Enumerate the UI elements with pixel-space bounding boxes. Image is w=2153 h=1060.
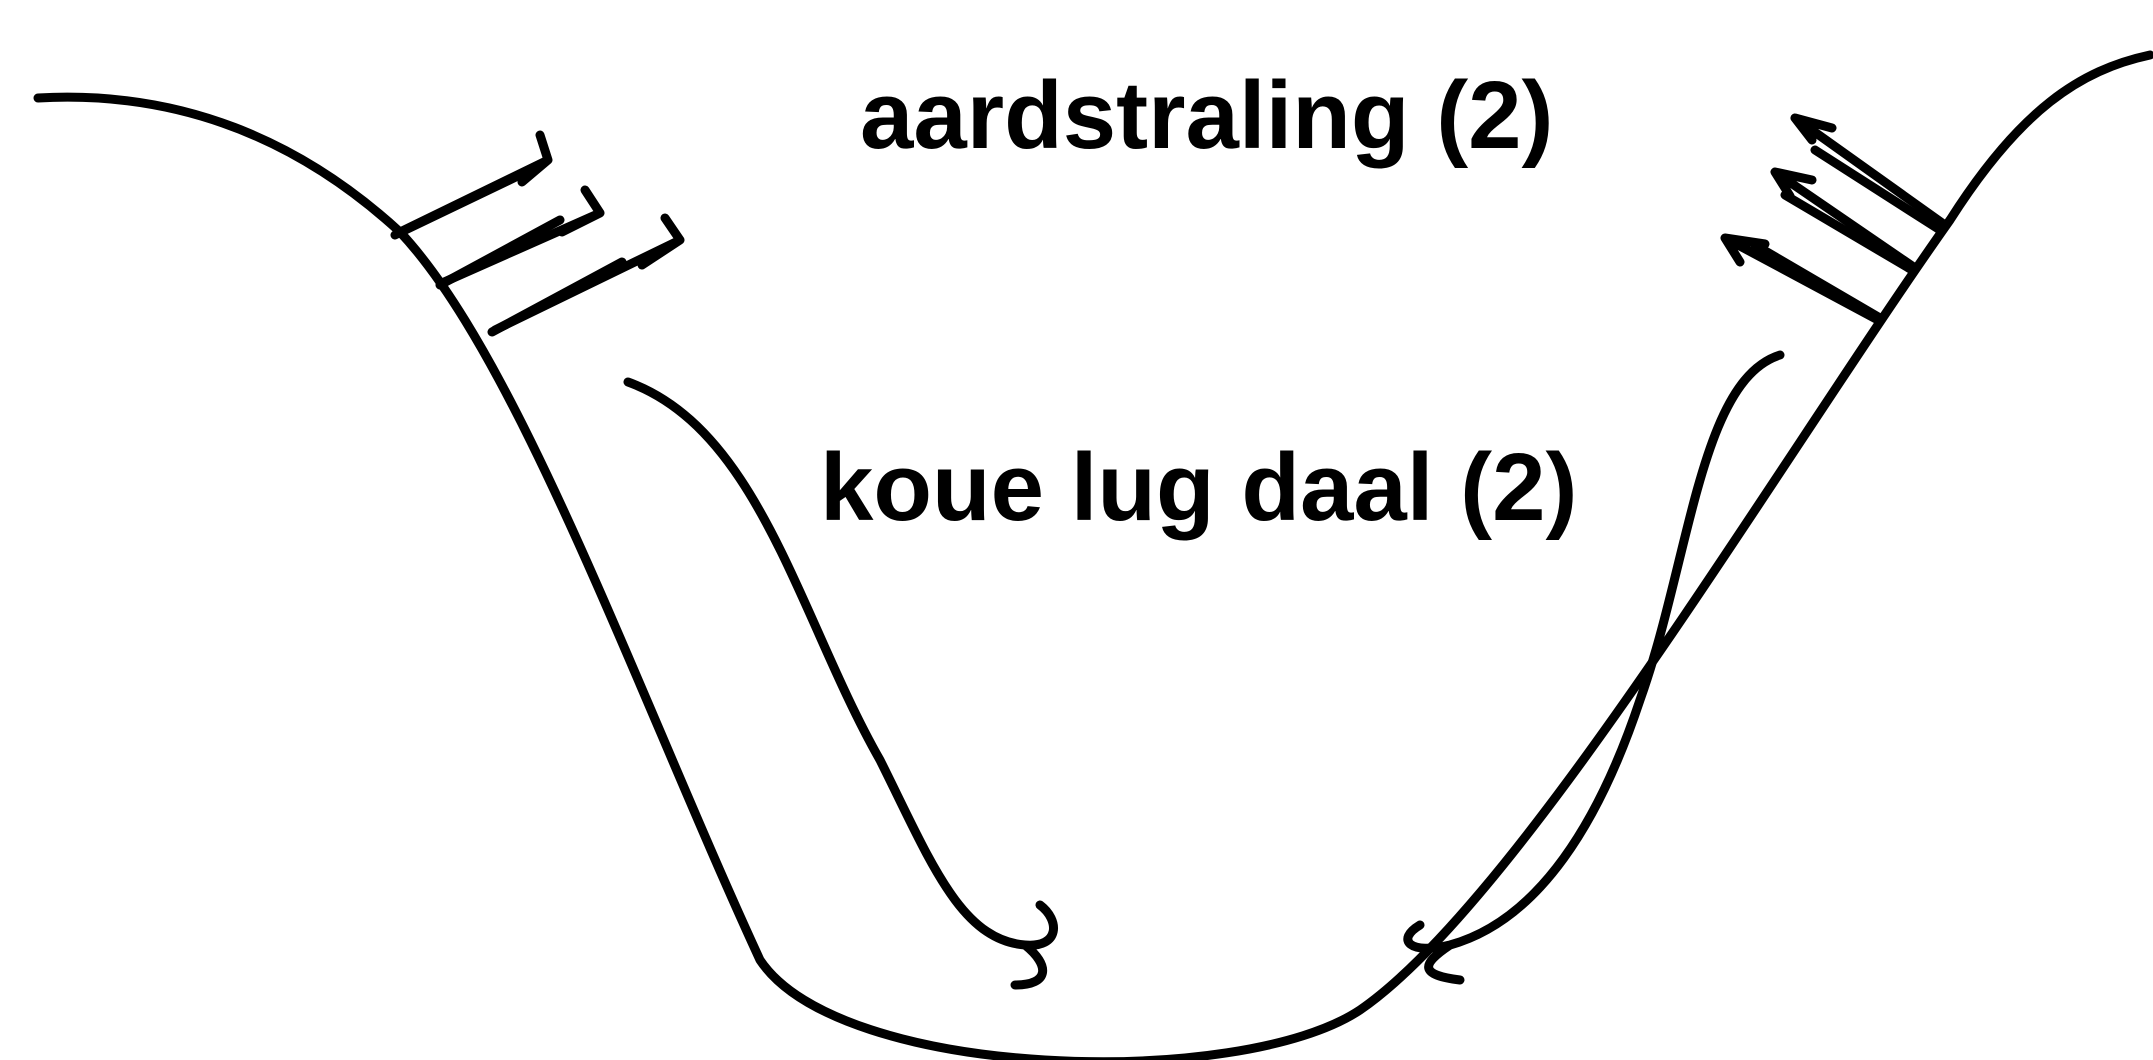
radiation-arrow-right-1: [1790, 113, 1950, 230]
earth-radiation-label: aardstraling (2): [860, 62, 1554, 169]
radiation-arrow-right-2: [1770, 167, 1920, 273]
radiation-arrow-left-2: [437, 185, 605, 288]
radiation-arrow-right-3: [1720, 233, 1883, 325]
cold-air-arrow-right: [1403, 350, 1785, 985]
valley-outline: [33, 50, 2153, 1060]
cold-air-descends-label: koue lug daal (2): [820, 434, 1577, 541]
radiation-arrow-left-1: [395, 130, 553, 237]
radiation-arrow-left-3: [490, 213, 685, 335]
cold-air-arrow-left: [623, 377, 1058, 990]
